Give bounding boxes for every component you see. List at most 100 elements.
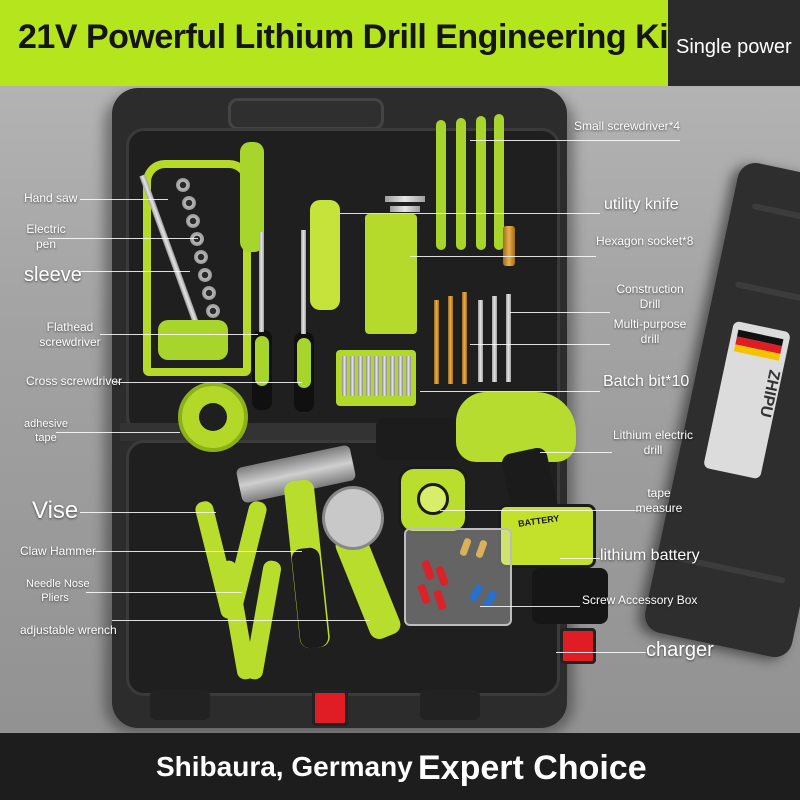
page-title: 21V Powerful Lithium Drill Engineering K… [18, 18, 679, 56]
callout-line [480, 606, 580, 607]
callout-needle-nose-pliers: Needle Nose Pliers [26, 578, 90, 606]
callout-adhesive-tape-line2: tape [35, 431, 57, 444]
socket-icon [206, 304, 220, 318]
socket-icon [190, 232, 204, 246]
title-side-panel [668, 0, 800, 86]
socket-icon [202, 286, 216, 300]
callout-screw-accessory-box: Screw Accessory Box [582, 593, 698, 607]
callout-vise: Vise [32, 497, 79, 524]
hex-key-holder [365, 214, 417, 334]
cross-screwdriver-shaft [301, 230, 306, 334]
callout-line [560, 558, 600, 559]
callout-construction-drill: Construction Drill [612, 282, 688, 312]
case-latch-left [312, 690, 348, 726]
saw-grip [158, 320, 228, 360]
callout-flathead-screwdriver: Flathead screwdriver [38, 320, 102, 350]
drill-bit [506, 294, 511, 382]
callout-lithium-drill-line2: drill [643, 443, 663, 457]
case-ridge [751, 202, 800, 232]
callout-utility-knife: utility knife [604, 196, 679, 213]
case-latch-right [560, 628, 596, 664]
callout-electric-pen-line2: pen [35, 237, 57, 251]
drill-bit [492, 296, 497, 382]
callout-construction-drill-line2: Drill [639, 297, 661, 311]
tape-measure [398, 466, 468, 534]
adjustable-wrench-head [322, 486, 384, 550]
drill-chuck [376, 418, 460, 460]
flathead-screwdriver-handle [255, 336, 269, 386]
callout-line [470, 140, 680, 141]
callout-electric-pen: Electric pen [26, 222, 66, 252]
callout-construction-drill-line1: Construction [616, 282, 684, 296]
screwdriver-bit [374, 356, 379, 396]
socket-icon [198, 268, 212, 282]
callout-multi-purpose-line1: Multi-purpose [613, 317, 687, 331]
callout-line [80, 512, 216, 513]
callout-line [340, 213, 600, 214]
drill-bit [478, 300, 483, 382]
callout-line [440, 510, 640, 511]
callout-batch-bit: Batch bit*10 [603, 373, 690, 390]
callout-flathead-line1: Flathead [46, 320, 94, 334]
callout-adjustable-wrench: adjustable wrench [20, 623, 117, 637]
callout-cross-screwdriver: Cross screwdriver [26, 374, 123, 388]
callout-line [80, 199, 168, 200]
footer-banner [0, 733, 800, 800]
screwdriver-bit [406, 356, 411, 396]
callout-hexagon-socket: Hexagon socket*8 [596, 234, 694, 248]
screwdriver-bit [398, 356, 403, 396]
lithium-battery [498, 504, 596, 568]
callout-line [94, 551, 302, 552]
callout-line [420, 391, 600, 392]
callout-multi-purpose-drill: Multi-purpose drill [612, 317, 688, 347]
callout-line [556, 652, 646, 653]
spade-bit [503, 226, 515, 266]
case-foot [150, 690, 210, 720]
callout-adhesive-tape-line1: adhesive [24, 418, 69, 430]
title-banner [0, 0, 668, 86]
callout-line [48, 238, 198, 239]
single-power-badge: Single power [676, 36, 792, 58]
callout-charger: charger [646, 639, 714, 661]
screwdriver-bit [382, 356, 387, 396]
screwdriver-bit [342, 356, 347, 396]
small-screwdriver [476, 116, 486, 250]
callout-claw-hammer: Claw Hammer [20, 544, 97, 558]
callout-adhesive-tape: adhesive tape [24, 418, 68, 446]
callout-small-screwdriver: Small screwdriver*4 [574, 119, 681, 133]
callout-flathead-line2: screwdriver [39, 335, 101, 349]
charger [532, 568, 608, 624]
screwdriver-bit [366, 356, 371, 396]
cross-screwdriver-handle [297, 338, 311, 388]
callout-line [86, 592, 242, 593]
footer-slogan: Expert Choice [418, 749, 647, 787]
lithium-drill-body [456, 392, 576, 462]
callout-lithium-battery: lithium battery [600, 547, 700, 564]
flathead-screwdriver-shaft [259, 232, 264, 332]
adhesive-tape-roll [178, 382, 248, 452]
callout-tape-measure-line1: tape [647, 486, 671, 500]
hex-key [390, 206, 420, 212]
callout-needle-nose-line2: Pliers [41, 591, 69, 604]
callout-line [470, 344, 610, 345]
callout-line [56, 432, 180, 433]
callout-line [100, 334, 258, 335]
socket-icon [186, 214, 200, 228]
socket-icon [182, 196, 196, 210]
case-foot [420, 690, 480, 720]
screwdriver-bit [390, 356, 395, 396]
small-screwdriver [436, 120, 446, 250]
callout-line [80, 271, 190, 272]
utility-knife [310, 200, 340, 310]
callout-sleeve: sleeve [24, 264, 82, 286]
callout-line [540, 452, 612, 453]
callout-needle-nose-line1: Needle Nose [26, 578, 90, 590]
drill-bit [462, 292, 467, 384]
callout-line [510, 312, 610, 313]
screwdriver-bit [350, 356, 355, 396]
hex-key [385, 196, 425, 202]
case-handle [228, 98, 384, 130]
screwdriver-bit [358, 356, 363, 396]
small-screwdriver [456, 118, 466, 250]
